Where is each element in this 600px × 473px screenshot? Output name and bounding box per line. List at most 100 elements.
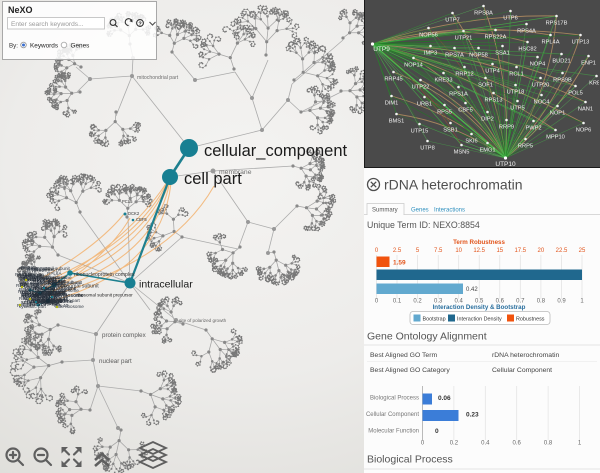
svg-text:RPS17: RPS17 <box>49 292 64 297</box>
svg-text:cytosolic part: cytosolic part <box>53 298 81 303</box>
svg-text:UTP4: UTP4 <box>485 69 500 75</box>
svg-text:RPS24A: RPS24A <box>18 273 37 278</box>
svg-text:intracellular: intracellular <box>139 279 193 291</box>
svg-text:0.7: 0.7 <box>516 299 525 305</box>
svg-text:0.4: 0.4 <box>481 441 490 447</box>
svg-text:URB1: URB1 <box>417 102 432 108</box>
svg-text:Summary: Summary <box>372 208 398 214</box>
svg-text:0.9: 0.9 <box>557 299 566 305</box>
svg-text:0.1: 0.1 <box>393 299 402 305</box>
svg-text:Best Aligned GO Term: Best Aligned GO Term <box>370 352 437 359</box>
svg-text:Cellular Component: Cellular Component <box>492 367 552 374</box>
svg-text:RPL35: RPL35 <box>19 296 33 301</box>
svg-text:20: 20 <box>538 248 545 254</box>
svg-text:ribonucleoprotein complex: ribonucleoprotein complex <box>74 272 135 278</box>
svg-text:RPS16: RPS16 <box>16 283 31 288</box>
svg-text:Best Aligned GO Category: Best Aligned GO Category <box>370 367 450 374</box>
svg-text:BUD21: BUD21 <box>552 59 570 65</box>
svg-text:RPL6A: RPL6A <box>33 298 48 303</box>
svg-text:ribosomal subunit: ribosomal subunit <box>46 280 83 285</box>
svg-text:Bootstrap: Bootstrap <box>423 316 446 322</box>
svg-text:KRE3: KRE3 <box>589 81 599 87</box>
svg-text:2.5: 2.5 <box>393 248 402 254</box>
svg-text:ribosome: ribosome <box>25 272 44 277</box>
svg-text:Interactions: Interactions <box>434 208 465 214</box>
svg-text:RPL23: RPL23 <box>36 266 50 271</box>
svg-text:RRP12: RRP12 <box>455 72 473 78</box>
svg-text:preribosome: preribosome <box>37 292 68 298</box>
svg-text:RPS9B: RPS9B <box>21 265 36 270</box>
svg-text:Interaction Density & Bootstra: Interaction Density & Bootstrap <box>433 304 526 311</box>
svg-text:UTP13: UTP13 <box>572 40 590 46</box>
svg-text:RPL13: RPL13 <box>23 302 37 307</box>
svg-text:RPS9B: RPS9B <box>41 301 58 307</box>
svg-text:RPL28: RPL28 <box>48 281 64 287</box>
svg-text:5: 5 <box>416 248 420 254</box>
svg-text:ribosomal subunit: ribosomal subunit <box>35 287 72 292</box>
svg-text:0: 0 <box>421 441 425 447</box>
svg-text:Enter search keywords...: Enter search keywords... <box>11 21 84 28</box>
svg-text:1: 1 <box>578 441 582 447</box>
svg-text:RPS16: RPS16 <box>19 266 34 271</box>
svg-text:MPP10: MPP10 <box>546 135 565 141</box>
svg-text:preribosome: preribosome <box>46 275 72 280</box>
svg-text:mitochondrial part: mitochondrial part <box>137 75 179 81</box>
svg-text:CBF5: CBF5 <box>136 217 147 222</box>
svg-text:small subunit: small subunit <box>43 266 71 271</box>
svg-text:RPS4B: RPS4B <box>45 302 60 307</box>
svg-text:NOP56: NOP56 <box>419 33 438 39</box>
svg-text:RPL28: RPL28 <box>33 297 49 303</box>
svg-text:RRP5: RRP5 <box>518 144 533 150</box>
svg-text:Molecular Function: Molecular Function <box>368 429 419 435</box>
svg-text:RPS17B: RPS17B <box>546 21 568 27</box>
svg-text:0.3: 0.3 <box>434 299 443 305</box>
svg-text:RPL28: RPL28 <box>33 286 47 291</box>
svg-text:HSC82: HSC82 <box>518 47 536 53</box>
svg-text:Cellular Component: Cellular Component <box>366 412 419 418</box>
svg-text:0.42: 0.42 <box>466 287 478 293</box>
svg-text:RPS24A: RPS24A <box>24 274 43 279</box>
svg-text:0.4: 0.4 <box>455 299 464 305</box>
svg-text:RPS11A: RPS11A <box>27 267 45 272</box>
svg-text:RPS17: RPS17 <box>32 268 47 273</box>
svg-text:cell part: cell part <box>184 170 242 188</box>
svg-text:SSA1: SSA1 <box>495 51 510 57</box>
svg-text:cytosolic part: cytosolic part <box>19 304 47 309</box>
svg-text:DIP2: DIP2 <box>481 117 494 123</box>
svg-text:0.6: 0.6 <box>513 441 522 447</box>
svg-text:0: 0 <box>375 248 379 254</box>
svg-text:mito ribosome: mito ribosome <box>50 288 79 293</box>
svg-text:ribosome: ribosome <box>37 282 56 287</box>
svg-text:0.8: 0.8 <box>537 299 546 305</box>
svg-text:Unique Term ID: NEXO:8854: Unique Term ID: NEXO:8854 <box>367 220 480 230</box>
svg-text:ribosomal subunit: ribosomal subunit <box>58 284 99 290</box>
svg-text:RPS22A: RPS22A <box>485 35 507 41</box>
svg-text:ribosome: ribosome <box>36 290 55 295</box>
svg-text:BMS1: BMS1 <box>389 119 405 125</box>
svg-text:rDNA heterochromatin: rDNA heterochromatin <box>492 352 559 359</box>
svg-text:0.23: 0.23 <box>466 412 479 419</box>
svg-text:small subunit: small subunit <box>27 267 55 272</box>
svg-text:Term Robustness: Term Robustness <box>453 239 505 246</box>
svg-text:RPL35: RPL35 <box>39 286 55 292</box>
svg-text:1.59: 1.59 <box>393 260 406 267</box>
svg-text:RPS7A: RPS7A <box>445 53 464 59</box>
svg-text:RPL13: RPL13 <box>47 299 63 305</box>
svg-text:ribosome: ribosome <box>50 299 73 305</box>
svg-text:RPS1A: RPS1A <box>449 92 468 98</box>
svg-text:RPS24A: RPS24A <box>42 299 62 305</box>
svg-text:RPS24A: RPS24A <box>19 276 38 281</box>
svg-text:POL5: POL5 <box>568 91 583 97</box>
svg-text:nuclear part: nuclear part <box>99 358 132 365</box>
svg-text:RPL40: RPL40 <box>19 287 33 292</box>
svg-text:RPS16: RPS16 <box>22 270 37 275</box>
svg-text:mito ribosome: mito ribosome <box>55 304 84 309</box>
svg-text:0.2: 0.2 <box>413 299 422 305</box>
svg-text:NOP14: NOP14 <box>404 63 423 69</box>
svg-text:cytosolic part: cytosolic part <box>22 293 50 298</box>
svg-text:Keywords: Keywords <box>30 43 58 50</box>
svg-text:SSB1: SSB1 <box>443 128 458 134</box>
svg-text:RPL16B: RPL16B <box>22 284 39 289</box>
svg-text:Robustness: Robustness <box>516 316 545 322</box>
svg-text:25: 25 <box>579 248 586 254</box>
